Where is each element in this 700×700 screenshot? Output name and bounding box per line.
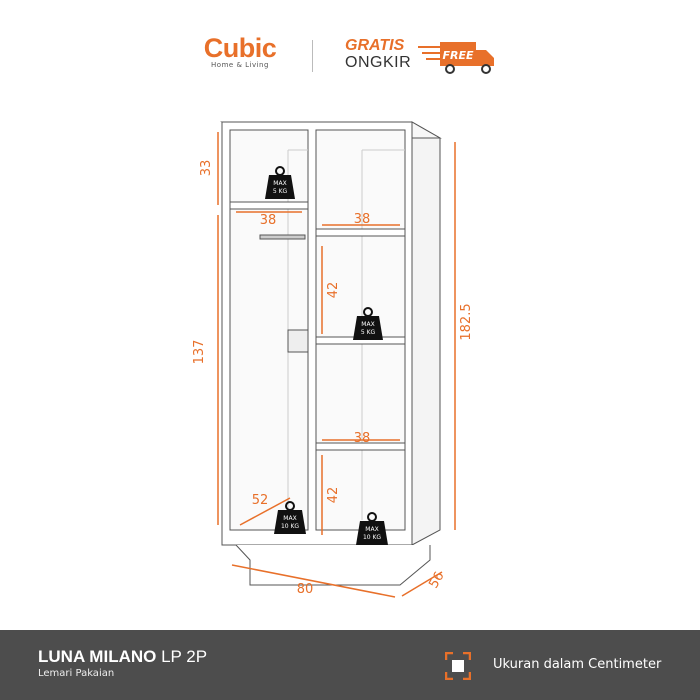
unit-note: Ukuran dalam Centimeter (493, 657, 662, 672)
dimension-lines (217, 132, 456, 598)
footer-bar: LUNA MILANO LP 2P Lemari Pakaian Ukuran … (0, 630, 700, 700)
dim-total-height: 182.5 (459, 303, 474, 340)
max-weight-icon: MAX 5 KG (265, 166, 295, 199)
dim-total-width: 80 (297, 582, 314, 597)
brand-tagline: Home & Living (211, 61, 269, 69)
promo-line1: GRATIS (345, 37, 405, 54)
svg-text:5 KG: 5 KG (273, 188, 288, 195)
svg-text:5 KG: 5 KG (361, 329, 376, 336)
dim-right-width-top: 38 (354, 212, 371, 227)
wardrobe-body (220, 121, 442, 586)
svg-text:MAX: MAX (273, 180, 286, 187)
measure-frame-icon (445, 652, 471, 680)
dim-shelf-gap-upper: 42 (326, 282, 341, 299)
svg-text:10 KG: 10 KG (363, 534, 381, 541)
max-weight-icon: MAX 5 KG (353, 307, 383, 340)
product-model: LP 2P (161, 647, 208, 666)
max-weight-icon: MAX 10 KG (274, 501, 306, 534)
svg-text:MAX: MAX (361, 321, 374, 328)
dim-right-width-bottom: 38 (354, 431, 371, 446)
svg-text:MAX: MAX (283, 515, 296, 522)
product-title: LUNA MILANO LP 2P (38, 648, 207, 666)
svg-text:MAX: MAX (365, 526, 378, 533)
dim-hanging-height: 137 (192, 340, 207, 365)
wardrobe-diagram: 33 137 182.5 38 38 38 42 42 52 80 56 MAX… (192, 121, 474, 598)
max-weight-icon: MAX 10 KG (356, 512, 388, 545)
dim-left-width: 38 (260, 213, 277, 228)
promo-line2: ONGKIR (345, 54, 412, 71)
dim-inner-depth: 52 (252, 493, 269, 508)
dimension-labels: 33 137 182.5 38 38 38 42 42 52 80 56 (192, 160, 474, 597)
product-type: Lemari Pakaian (38, 668, 115, 679)
svg-text:10 KG: 10 KG (281, 523, 299, 530)
dim-top-height: 33 (199, 160, 214, 177)
header-divider (312, 40, 313, 72)
brand-name: Cubic (203, 33, 277, 63)
cubic-logo: Cubic Home & Living (200, 33, 280, 70)
dim-total-depth: 56 (426, 569, 447, 591)
product-name: LUNA MILANO (38, 647, 157, 666)
free-shipping-badge: GRATIS ONGKIR (345, 38, 411, 72)
truck-label: FREE (442, 49, 473, 62)
delivery-truck-icon: FREE (418, 42, 494, 74)
header: Cubic Home & Living GRATIS ONGKIR FREE (0, 30, 700, 80)
dim-shelf-gap-lower: 42 (326, 487, 341, 504)
